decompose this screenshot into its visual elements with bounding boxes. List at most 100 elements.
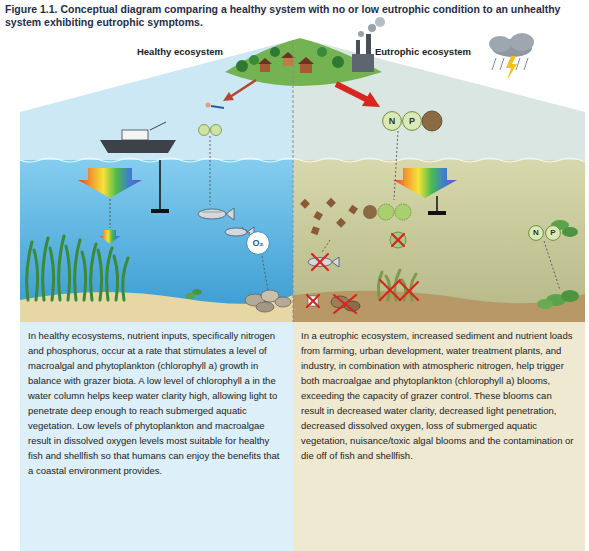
runoff-arrows-part <box>336 84 368 100</box>
land-features-part <box>356 40 360 54</box>
light-arrows-part <box>110 199 111 228</box>
boat-part <box>150 122 166 130</box>
loss-marks-part <box>392 234 404 246</box>
runoff-arrows-part <box>230 80 256 97</box>
land-features-part <box>368 24 376 32</box>
seagrass-healthy-part <box>66 246 70 300</box>
circle-label: P <box>402 111 422 131</box>
boat-part <box>122 130 148 140</box>
loss-marks-part <box>312 254 328 270</box>
macroalgae-bloom-part <box>537 299 553 309</box>
circle-shape <box>403 112 422 131</box>
runoff-arrows-part <box>223 92 234 101</box>
loss-marks-part <box>312 254 328 270</box>
fish-healthy-part <box>198 209 226 219</box>
runoff-arrows <box>223 80 380 107</box>
scene-ground-part <box>0 0 293 330</box>
seagrass-healthy-part <box>59 236 64 300</box>
dashed-links <box>210 131 560 290</box>
ecosystem-label: Healthy ecosystem <box>130 46 230 58</box>
rain-cloud <box>489 33 534 80</box>
land-features-part <box>270 47 280 57</box>
dashed-links-part <box>210 136 211 205</box>
phosphorus-circle: P <box>545 225 561 241</box>
boat-part <box>100 140 176 153</box>
secchi-disks-part <box>151 209 169 213</box>
loss-marks-part <box>307 295 319 307</box>
nutrient-icon-healthy-part <box>199 125 210 136</box>
dashed-links-part <box>262 256 268 290</box>
land-features-part <box>317 47 327 57</box>
algal-bloom-part <box>378 204 394 220</box>
healthy-text-panel: In healthy ecosystems, nutrient inputs, … <box>20 322 293 551</box>
land-features-part <box>358 31 364 37</box>
seagrass-healthy-part <box>123 258 128 300</box>
boat <box>100 122 176 153</box>
nutrient-sediment-circle <box>422 111 442 131</box>
seagrass-healthy-part <box>82 252 86 300</box>
seagrass-healthy-part <box>98 250 102 300</box>
hypoxia-icon-part <box>390 232 406 248</box>
swimmer-part <box>206 103 211 108</box>
seagrass-healthy-part <box>50 248 54 300</box>
loss-marks <box>307 234 418 313</box>
figure-title: Figure 1.1. Conceptual diagram comparing… <box>5 3 583 28</box>
swimmer <box>206 103 225 109</box>
land-features-part <box>352 54 374 72</box>
seagrass-healthy-part <box>75 240 80 300</box>
algal-bloom-part <box>300 199 310 209</box>
scene-ground <box>0 0 589 330</box>
land-features-part <box>298 57 314 64</box>
circle-label: O₂ <box>246 231 270 255</box>
circle-shape <box>247 232 270 255</box>
circle-label: N <box>382 111 402 131</box>
loss-marks-part <box>400 282 418 300</box>
scene-ground-part <box>293 160 589 330</box>
secchi-disks-part <box>428 211 446 215</box>
body-text: In a eutrophic ecosystem, increased sedi… <box>301 328 577 463</box>
seagrass-healthy-part <box>34 250 38 300</box>
oysters-healthy-part <box>256 302 274 312</box>
nutrient-sediment-circle-part <box>422 111 442 131</box>
seagrass-healthy-part <box>43 238 48 300</box>
macroalgae-healthy <box>185 289 202 299</box>
scene-ground-part <box>0 158 589 162</box>
fish-healthy <box>198 208 254 237</box>
seagrass-healthy-part <box>107 248 112 300</box>
nitrogen-circle: N <box>382 111 402 131</box>
rain-cloud-part <box>500 58 504 70</box>
secchi-disks-part <box>159 160 161 210</box>
land-features-part <box>283 58 293 66</box>
algal-bloom-part <box>363 205 377 219</box>
light-arrows-part <box>78 168 142 198</box>
runoff-arrows-part <box>362 92 380 107</box>
rain-cloud-part <box>489 36 511 52</box>
rain-cloud-part <box>506 56 517 80</box>
dead-seagrass <box>378 270 416 300</box>
seagrass-healthy <box>27 236 128 300</box>
seagrass-healthy-part <box>27 242 32 300</box>
phosphorus-circle: P <box>402 111 422 131</box>
land-features-part <box>300 64 312 73</box>
loss-marks-part <box>380 280 400 300</box>
land-features-part <box>366 34 371 54</box>
fish-healthy-part <box>202 212 222 213</box>
secchi-disks-part <box>436 196 438 212</box>
land-features-part <box>332 56 344 68</box>
loss-marks-part <box>307 295 319 307</box>
land-features-part <box>236 60 248 72</box>
dashed-links-part <box>544 241 560 290</box>
oysters-healthy-part <box>275 297 291 307</box>
fish-healthy-part <box>226 208 234 220</box>
rain-cloud-part <box>510 33 534 51</box>
algal-bloom <box>300 198 411 235</box>
land-features <box>236 17 385 73</box>
macroalgae-healthy-part <box>192 289 202 295</box>
eutrophic-text-panel: In a eutrophic ecosystem, increased sedi… <box>293 322 585 551</box>
algal-bloom-part <box>311 226 320 235</box>
oysters-healthy <box>245 290 291 312</box>
macroalgae-bloom-part <box>561 290 579 302</box>
loss-marks-part <box>334 295 356 313</box>
circle-shape <box>546 226 561 241</box>
loss-marks-part <box>400 282 418 300</box>
